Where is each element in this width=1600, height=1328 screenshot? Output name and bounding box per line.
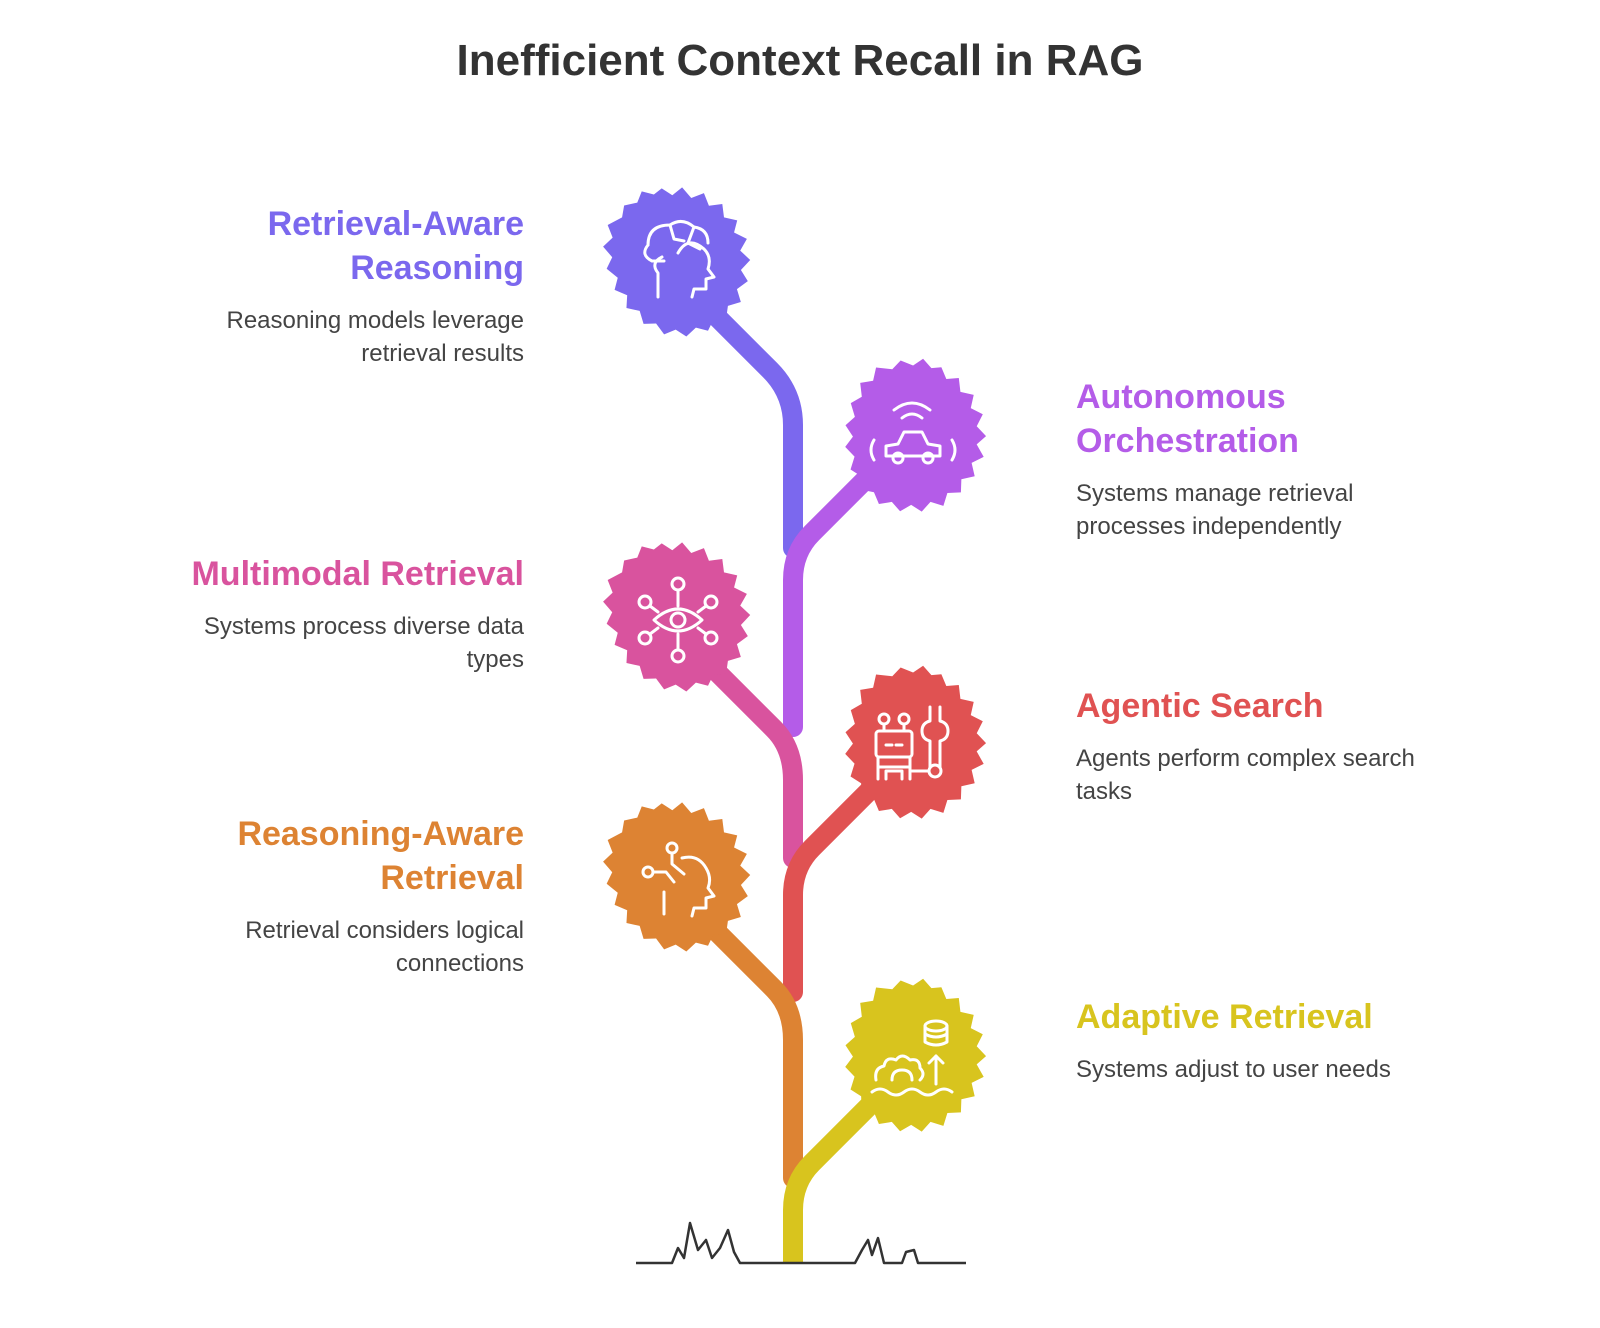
stem-segment-5 (690, 905, 803, 1188)
stem-segment-3 (690, 645, 803, 868)
leaf-multimodal-retrieval (592, 527, 765, 705)
leaf-shape-3 (592, 527, 765, 705)
label-multimodal-retrieval: Multimodal Retrieval Systems process div… (124, 552, 524, 676)
stem-segment-1 (690, 290, 803, 558)
label-autonomous-orchestration: Autonomous Orchestration Systems manage … (1076, 375, 1476, 543)
stem-segment-6 (783, 1097, 878, 1262)
item-title: Reasoning-Aware Retrieval (237, 815, 524, 897)
item-title: Adaptive Retrieval (1076, 998, 1373, 1036)
leaf-shape-1 (592, 172, 765, 350)
leaf-reasoning-aware-retrieval (592, 787, 765, 965)
label-reasoning-aware-retrieval: Reasoning-Aware Retrieval Retrieval cons… (124, 812, 524, 980)
leaf-shape-5 (592, 787, 765, 965)
robot-wrench-icon (874, 705, 950, 781)
ground-line (636, 1221, 966, 1265)
stem-segment-2 (783, 465, 880, 737)
item-description: Systems process diverse data types (203, 613, 524, 673)
item-title: Multimodal Retrieval (191, 555, 524, 593)
label-adaptive-retrieval: Adaptive Retrieval Systems adjust to use… (1076, 995, 1476, 1086)
stem-segment-4 (783, 780, 880, 1002)
head-nodes-icon (641, 841, 716, 918)
item-title: Retrieval-Aware Reasoning (267, 205, 524, 287)
item-title: Autonomous Orchestration (1076, 378, 1299, 460)
brain-head-icon (643, 220, 716, 299)
eye-network-icon (637, 576, 719, 664)
item-description: Reasoning models leverage retrieval resu… (226, 307, 524, 367)
page-title: Inefficient Context Recall in RAG (456, 36, 1144, 85)
label-agentic-search: Agentic Search Agents perform complex se… (1076, 684, 1476, 808)
autonomous-car-icon (869, 401, 957, 465)
item-description: Retrieval considers logical connections (245, 917, 524, 977)
item-description: Agents perform complex search tasks (1076, 745, 1415, 805)
database-adapt-icon (870, 1019, 954, 1097)
item-description: Systems adjust to user needs (1076, 1056, 1391, 1083)
leaf-retrieval-aware-reasoning (592, 172, 765, 350)
item-description: Systems manage retrieval processes indep… (1076, 480, 1354, 540)
label-retrieval-aware-reasoning: Retrieval-Aware Reasoning Reasoning mode… (124, 202, 524, 370)
item-title: Agentic Search (1076, 687, 1324, 725)
